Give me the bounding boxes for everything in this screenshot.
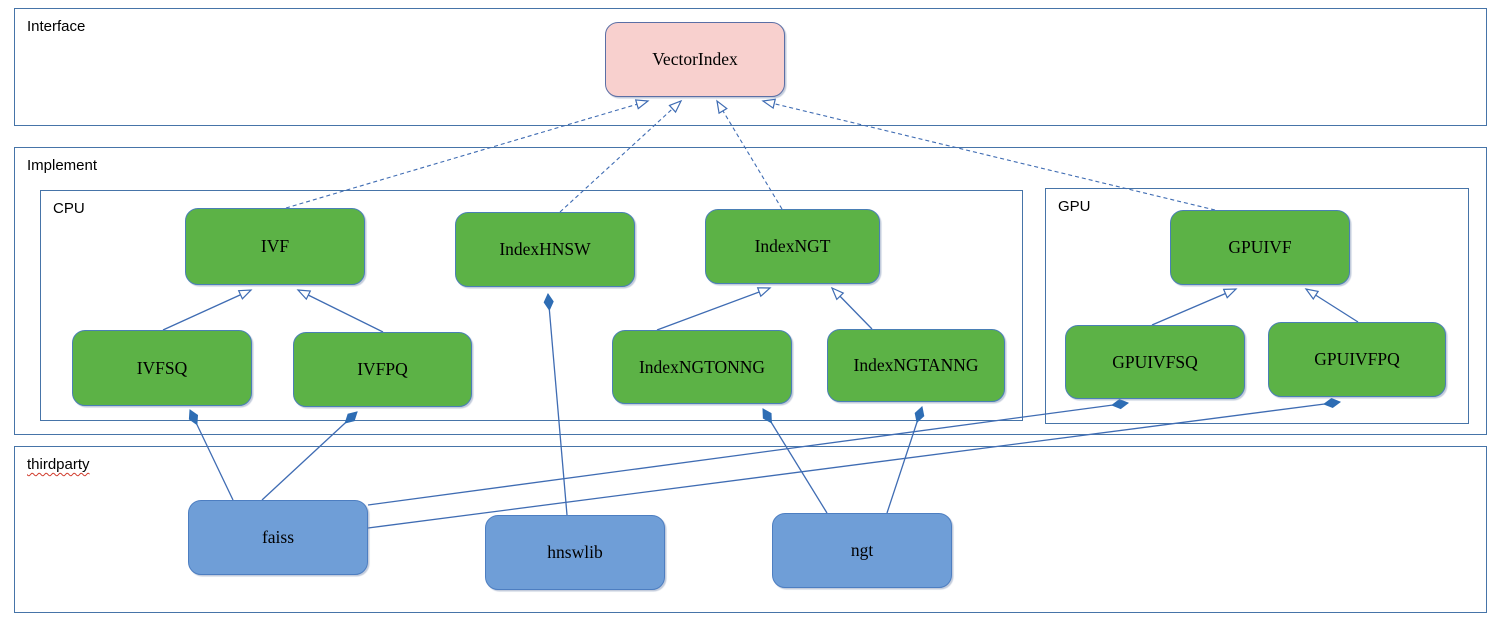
edge-indexngtanng-indexngt — [830, 286, 873, 330]
edge-ngt-indexngtonng — [762, 409, 828, 514]
edge-ivfpq-ivf — [296, 289, 384, 333]
node-indexngtanng: IndexNGTANNG — [827, 329, 1005, 402]
node-ivfsq: IVFSQ — [72, 330, 252, 406]
section-interface-label: Interface — [27, 18, 86, 35]
node-vectorindex: VectorIndex — [605, 22, 785, 97]
node-gpuivfpq: GPUIVFPQ — [1268, 322, 1446, 397]
section-cpu: CPU — [40, 190, 1023, 421]
edge-gpuivfsq-gpuivf — [1151, 288, 1238, 326]
section-gpu: GPU — [1045, 188, 1469, 424]
node-indexngtonng: IndexNGTONNG — [612, 330, 792, 404]
edge-indexngtonng-indexngt — [656, 287, 772, 331]
section-implement-label: Implement — [27, 157, 98, 174]
section-thirdparty-label: thirdparty — [27, 456, 90, 473]
node-ivfpq: IVFPQ — [293, 332, 472, 407]
node-indexngt: IndexNGT — [705, 209, 880, 284]
node-gpuivfsq: GPUIVFSQ — [1065, 325, 1245, 399]
edge-indexhnsw-vectorindex — [559, 99, 683, 213]
section-cpu-label: CPU — [53, 200, 85, 217]
node-ivf: IVF — [185, 208, 365, 285]
section-thirdparty: thirdparty — [14, 446, 1487, 613]
edge-gpuivfpq-gpuivf — [1304, 288, 1359, 323]
edge-faiss-ivfsq — [190, 410, 234, 501]
node-faiss: faiss — [188, 500, 368, 575]
node-hnswlib: hnswlib — [485, 515, 665, 590]
node-ngt: ngt — [772, 513, 952, 588]
edge-ivfsq-ivf — [162, 289, 253, 331]
edge-faiss-gpuivfsq — [367, 403, 1128, 506]
edge-ngt-indexngtanng — [886, 407, 922, 514]
edge-gpuivf-vectorindex — [761, 98, 1216, 211]
node-gpuivf: GPUIVF — [1170, 210, 1350, 285]
section-interface: Interface — [14, 8, 1487, 126]
edge-faiss-gpuivfpq — [367, 402, 1340, 529]
edge-ivf-vectorindex — [285, 99, 650, 209]
node-indexhnsw: IndexHNSW — [455, 212, 635, 287]
edge-indexngt-vectorindex — [716, 99, 783, 210]
section-implement: Implement — [14, 147, 1487, 435]
edge-faiss-ivfpq — [261, 412, 357, 501]
edge-hnswlib-indexhnsw — [548, 294, 568, 516]
section-gpu-label: GPU — [1058, 198, 1091, 215]
